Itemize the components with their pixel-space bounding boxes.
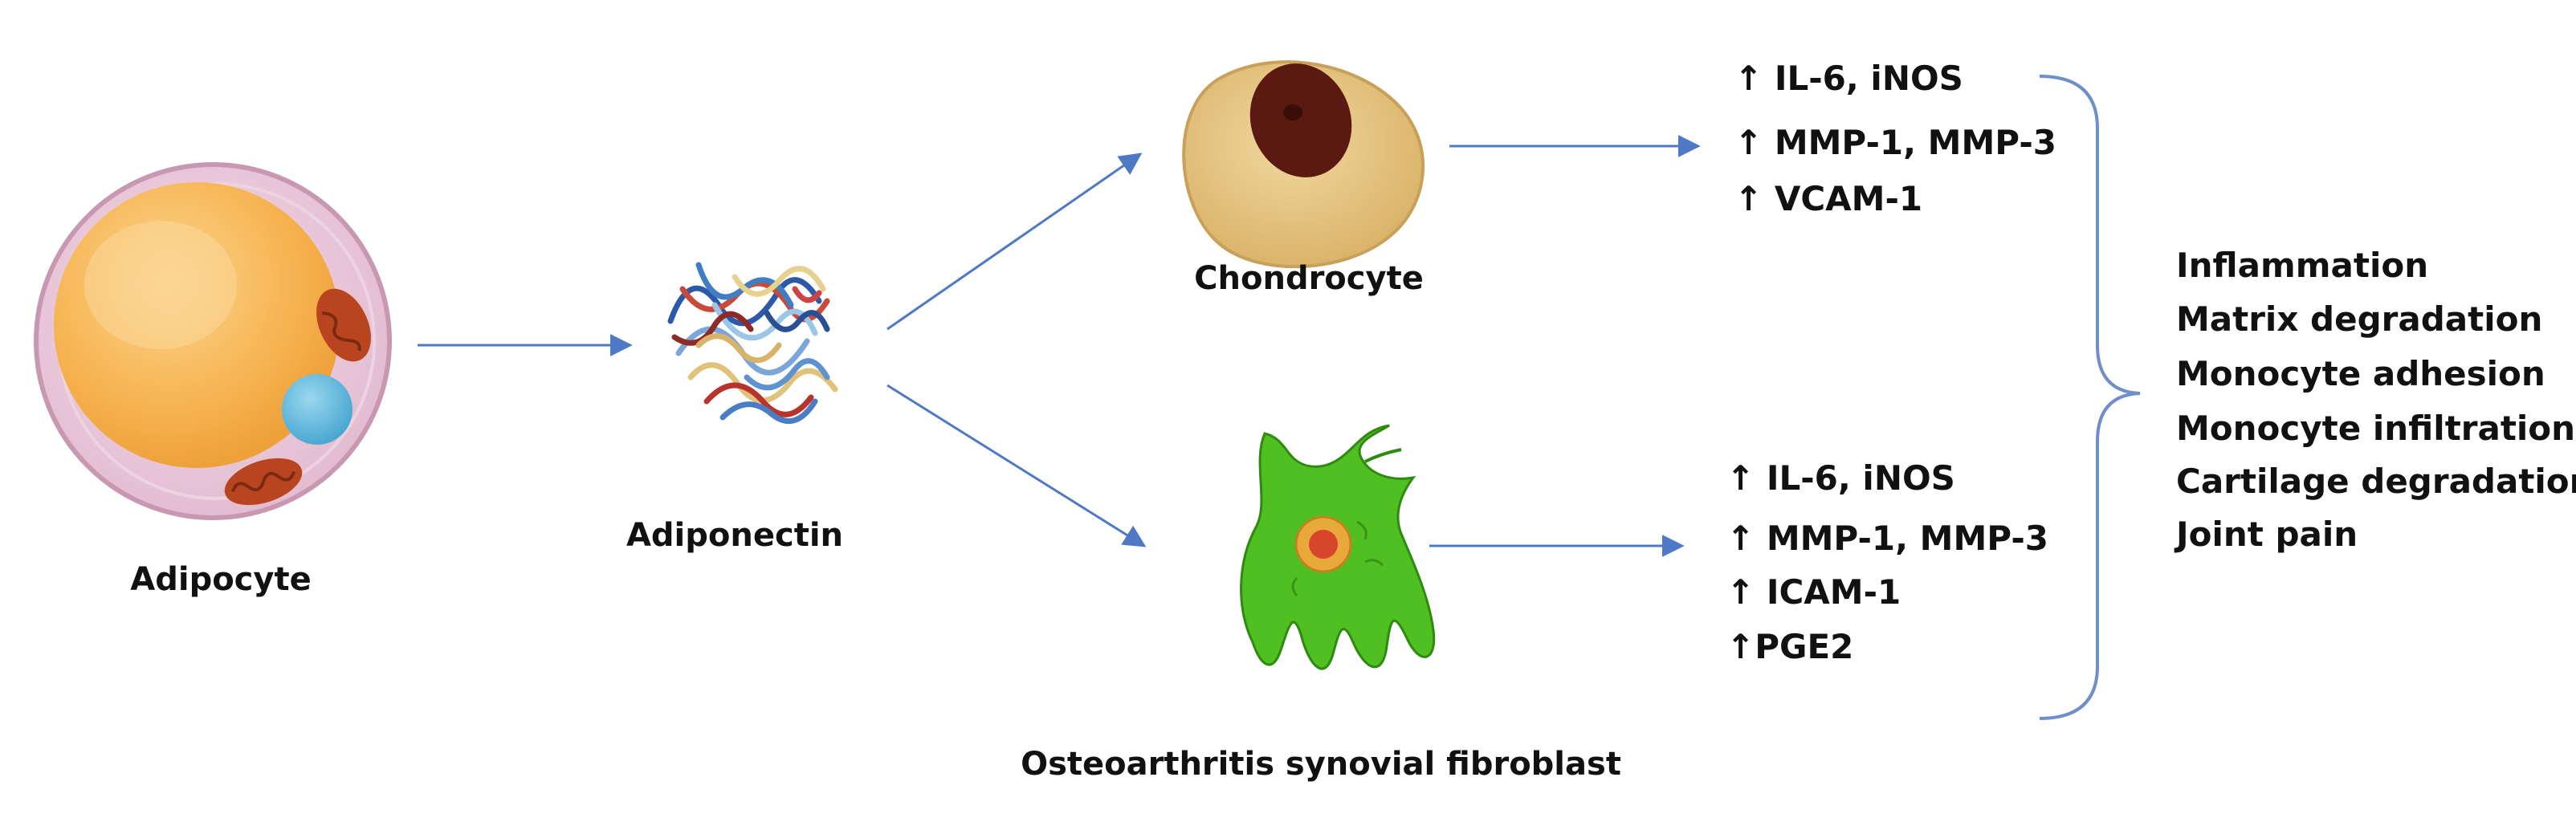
outcomes-list: Inflammation Matrix degradation Monocyte… (2174, 246, 2576, 554)
marker-item: ↑ VCAM-1 (1734, 179, 1922, 218)
marker-item: ↑ MMP-1, MMP-3 (1734, 123, 2056, 162)
fibroblast-label: Osteoarthritis synovial fibroblast (1021, 746, 1621, 783)
outcome-item: Inflammation (2176, 246, 2428, 285)
chondrocyte-label: Chondrocyte (1194, 260, 1424, 297)
grouping-bracket (2039, 75, 2141, 720)
synovial-fibroblast-cell-icon (1240, 424, 1436, 670)
chondrocyte-markers-list: ↑ IL-6, iNOS ↑ MMP-1, MMP-3 ↑ VCAM-1 (1734, 59, 2056, 218)
outcome-item: Cartilage degradation (2176, 462, 2576, 501)
marker-item: ↑ ICAM-1 (1726, 572, 1901, 612)
outcome-item: Monocyte infiltration (2176, 409, 2575, 448)
adiponectin-protein-icon (667, 262, 838, 424)
fibroblast-markers-list: ↑ IL-6, iNOS ↑ MMP-1, MMP-3 ↑ ICAM-1 ↑PG… (1726, 458, 2048, 666)
nucleus-icon (1249, 63, 1352, 177)
adipocyte-cell-icon (34, 162, 392, 520)
adipocyte-label: Adipocyte (130, 561, 311, 598)
nucleus-icon (1294, 515, 1352, 573)
chondrocyte-cell-icon (1182, 60, 1425, 269)
marker-item: ↑ IL-6, iNOS (1726, 458, 1955, 498)
adiponectin-label: Adiponectin (626, 517, 843, 554)
mitochondrion-icon (316, 288, 371, 362)
nucleus-icon (282, 374, 353, 445)
marker-item: ↑PGE2 (1726, 627, 1853, 666)
mitochondrion-icon (224, 458, 303, 506)
outcome-item: Matrix degradation (2176, 299, 2542, 339)
marker-item: ↑ MMP-1, MMP-3 (1726, 519, 2048, 558)
arrow-adiponectin-to-chondrocyte (887, 153, 1143, 331)
outcome-item: Joint pain (2174, 515, 2358, 554)
outcome-item: Monocyte adhesion (2176, 354, 2545, 393)
arrow-adiponectin-to-fibroblast (887, 384, 1147, 547)
marker-item: ↑ IL-6, iNOS (1734, 59, 1963, 98)
